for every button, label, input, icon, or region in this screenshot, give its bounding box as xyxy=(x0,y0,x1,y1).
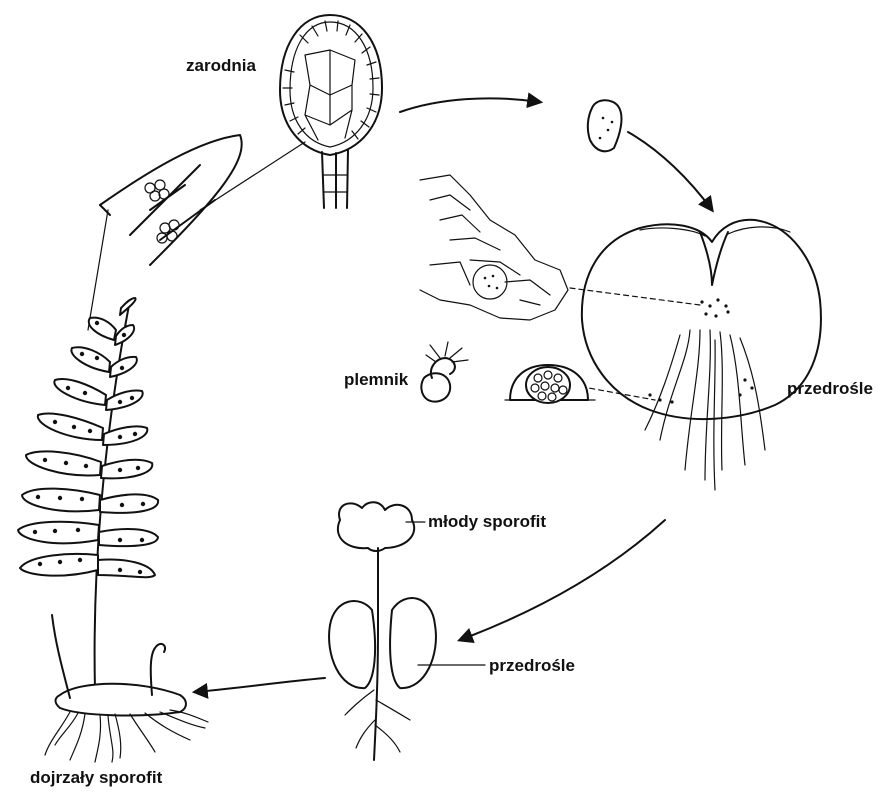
antheridium-cells-drawing xyxy=(420,175,568,320)
young-sporophyte-drawing xyxy=(329,502,436,760)
arrow-young-to-mature-sporophyte xyxy=(195,678,325,692)
archegonium-drawing xyxy=(505,365,595,403)
label-mlody-sporofit: młody sporofit xyxy=(428,513,546,530)
pinna-with-sori-drawing xyxy=(100,135,305,265)
spore-drawing xyxy=(588,100,622,151)
label-przedrosle-top: przedrośle xyxy=(787,380,873,397)
arrow-spore-to-prothallus xyxy=(628,132,712,210)
mature-sporophyte-drawing xyxy=(18,210,208,762)
label-plemnik: plemnik xyxy=(344,371,408,388)
label-przedrosle-bottom: przedrośle xyxy=(489,657,575,674)
arrow-prothallus-to-young-sporophyte xyxy=(460,520,665,640)
arrow-sporangium-to-spore xyxy=(400,98,540,112)
prothallus-drawing xyxy=(570,220,821,490)
sporangium-drawing xyxy=(280,15,382,208)
label-dojrzaly-sporofit: dojrzały sporofit xyxy=(30,769,162,786)
label-zarodnia: zarodnia xyxy=(186,57,256,74)
sperm-drawing xyxy=(421,342,468,402)
